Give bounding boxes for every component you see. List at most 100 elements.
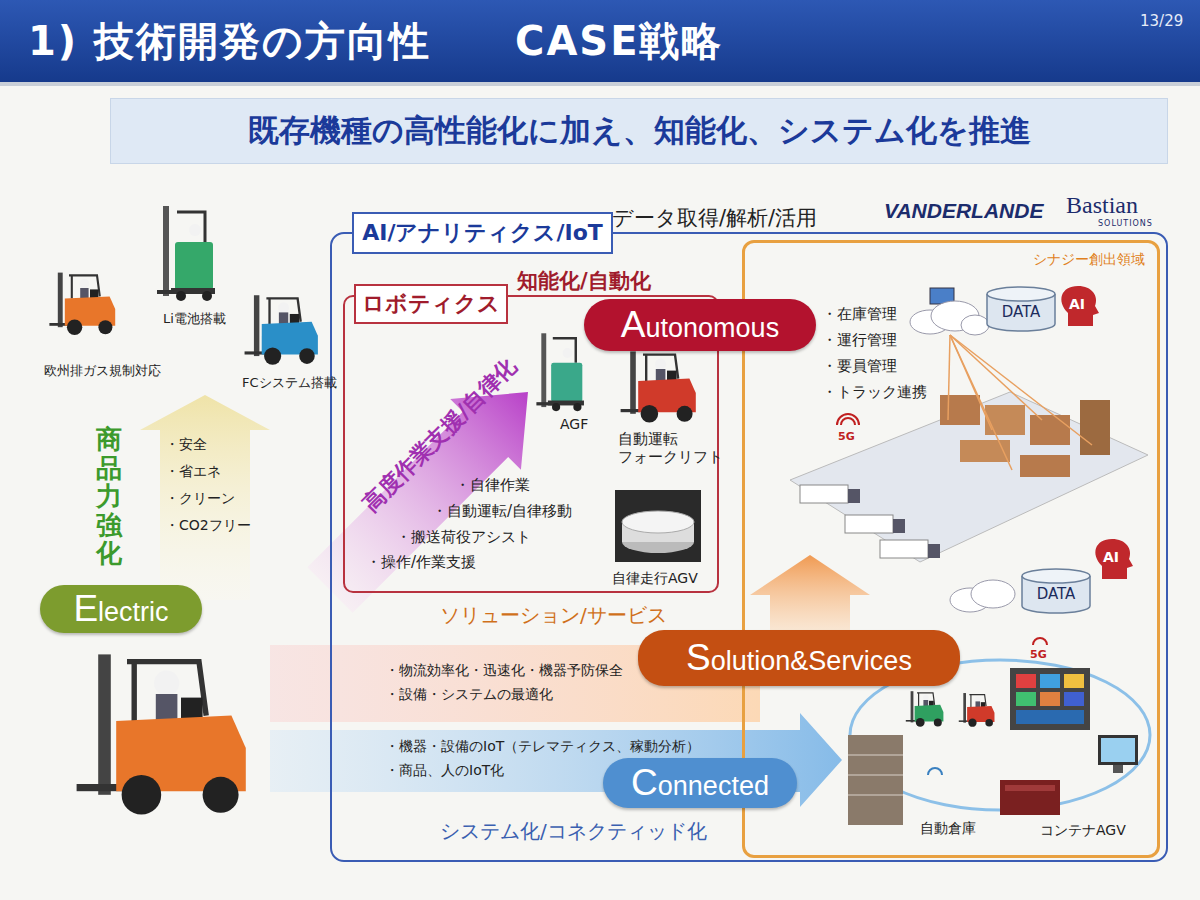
vertical-heading: 商品力強化	[96, 425, 122, 568]
caption: 自動運転 フォークリフト	[618, 430, 730, 466]
caption: AGF	[560, 416, 588, 432]
connected-site-illustration-part	[928, 768, 942, 775]
robotics-tab: ロボティクス	[354, 284, 508, 324]
electric-pill: Electric	[40, 585, 202, 633]
warehouse-illustration-part	[893, 519, 905, 533]
warehouse-illustration-part	[1061, 286, 1099, 326]
connected-site-illustration-part	[1095, 539, 1133, 579]
bullet: ・自律作業	[455, 476, 530, 495]
caption: データ取得/解析/活用	[612, 204, 817, 232]
bullet: ・安全	[165, 436, 207, 454]
node-text: Connected	[631, 762, 769, 804]
node-text: ロボティクス	[362, 289, 500, 319]
bullet: ・省エネ	[165, 463, 221, 481]
bullet: ・トラック連携	[822, 383, 927, 402]
warehouse-illustration-part	[948, 335, 1092, 470]
subtitle-banner: 既存機種の高性能化に加え、知能化、システム化を推進	[110, 98, 1168, 164]
data-cylinder: DATA	[1020, 568, 1092, 614]
product-caption: FCシステム搭載	[242, 374, 337, 392]
bullet: ・クリーン	[165, 490, 235, 508]
node-text: Electric	[73, 588, 168, 630]
connected-site-illustration-part	[1101, 738, 1135, 762]
up-arrow-part	[140, 395, 270, 600]
product-caption: Li電池搭載	[163, 310, 226, 328]
warehouse-illustration-part	[837, 414, 859, 425]
warehouse-illustration-part	[880, 540, 928, 558]
logo-text: VANDERLANDE	[884, 199, 1043, 223]
slide-title: 1) 技術開発の方向性 CASE戦略	[28, 14, 723, 69]
product-forklifts	[49, 206, 317, 365]
icon-text: 5G	[838, 430, 855, 443]
connected-site-illustration-part	[1005, 785, 1055, 791]
data-cylinder: DATA	[985, 286, 1057, 332]
icon-text: AI	[1103, 549, 1119, 565]
robot-vehicles-part	[621, 351, 696, 422]
node-text: 既存機種の高性能化に加え、知能化、システム化を推進	[248, 110, 1031, 152]
icon-text: AI	[1069, 296, 1085, 312]
bullet: ・CO2フリー	[165, 517, 251, 535]
connected-site-illustration-part	[906, 691, 944, 727]
connected-site-illustration-part	[848, 755, 903, 795]
warehouse-illustration	[790, 286, 1148, 562]
connected-band	[270, 713, 842, 807]
bullet: ・自動運転/自律移動	[432, 502, 572, 521]
page-number: 13/29	[1140, 12, 1183, 30]
icon-text: 5G	[1030, 648, 1047, 661]
node-text: DATA	[1037, 585, 1076, 603]
title-bar-part	[0, 82, 1200, 86]
warehouse-illustration-part	[928, 544, 940, 558]
connected-site-illustration-part	[1064, 674, 1084, 688]
bullet: ・運行管理	[822, 331, 897, 350]
connected-site-illustration-part	[1040, 674, 1060, 688]
bullet: ・要員管理	[822, 357, 897, 376]
node-text: システム化/コネクティッド化	[440, 818, 707, 845]
node-text: シナジー創出領域	[1033, 251, 1145, 269]
bullet: ・操作/作業支援	[366, 553, 476, 572]
big-forklift-part	[77, 654, 246, 814]
caption: コンテナAGV	[1040, 822, 1126, 840]
connected-site-illustration-part	[1064, 692, 1084, 706]
connected-band-part	[270, 713, 842, 807]
connected-site-illustration-part	[1040, 692, 1060, 706]
warehouse-illustration-part	[940, 395, 980, 425]
node-text: Autonomous	[621, 304, 779, 346]
connected-site-illustration-part	[971, 580, 1015, 608]
autonomy-arrow	[295, 357, 564, 626]
connected-site-illustration-part-part	[848, 775, 903, 776]
connected-pill: Connected	[603, 758, 797, 808]
product-forklifts-part	[49, 273, 115, 335]
connected-site-illustration-part	[1016, 710, 1084, 724]
warehouse-illustration-part-part	[950, 335, 1092, 445]
warehouse-illustration-part-part	[950, 335, 1012, 470]
bullet: ・物流効率化・迅速化・機器予防保全	[385, 662, 623, 680]
robot-vehicles-part	[615, 490, 701, 562]
logo-text: Bastian	[1066, 192, 1138, 219]
orange-up-arrow-part	[750, 555, 870, 640]
connected-site-illustration-part-part	[848, 795, 903, 796]
node-text: DATA	[1002, 303, 1041, 321]
big-forklift	[77, 654, 246, 814]
robot-vehicles-part	[536, 333, 584, 411]
connected-site-illustration-part-part	[848, 755, 903, 756]
orange-up-arrow	[750, 555, 870, 640]
node-text: AI/アナリティクス/IoT	[362, 218, 603, 248]
warehouse-illustration-part	[790, 392, 1148, 562]
connected-site-illustration-part	[1010, 668, 1090, 730]
warehouse-illustration-part	[1080, 400, 1110, 455]
connected-site-illustration-part	[848, 735, 903, 825]
bullet: ・搬送荷役アシスト	[396, 528, 531, 547]
connected-site-illustration-part	[1016, 674, 1036, 688]
warehouse-illustration-part	[985, 405, 1025, 435]
warehouse-illustration-part	[845, 515, 893, 533]
product-caption: 欧州排ガス規制対応	[44, 362, 161, 380]
warehouse-illustration-part	[848, 489, 860, 503]
product-forklifts-part	[157, 206, 215, 301]
autonomy-arrow-part	[295, 357, 564, 626]
bullet: ・機器・設備のIoT（テレマティクス、稼動分析）	[385, 738, 700, 756]
warehouse-illustration-part	[1030, 415, 1070, 445]
caption: 自律走行AGV	[612, 570, 698, 588]
bullet: ・設備・システムの最適化	[385, 686, 553, 704]
solution-pill: Solution&Services	[638, 630, 960, 686]
autonomous-pill: Autonomous	[584, 299, 816, 351]
connected-site-illustration-part	[1098, 735, 1138, 765]
